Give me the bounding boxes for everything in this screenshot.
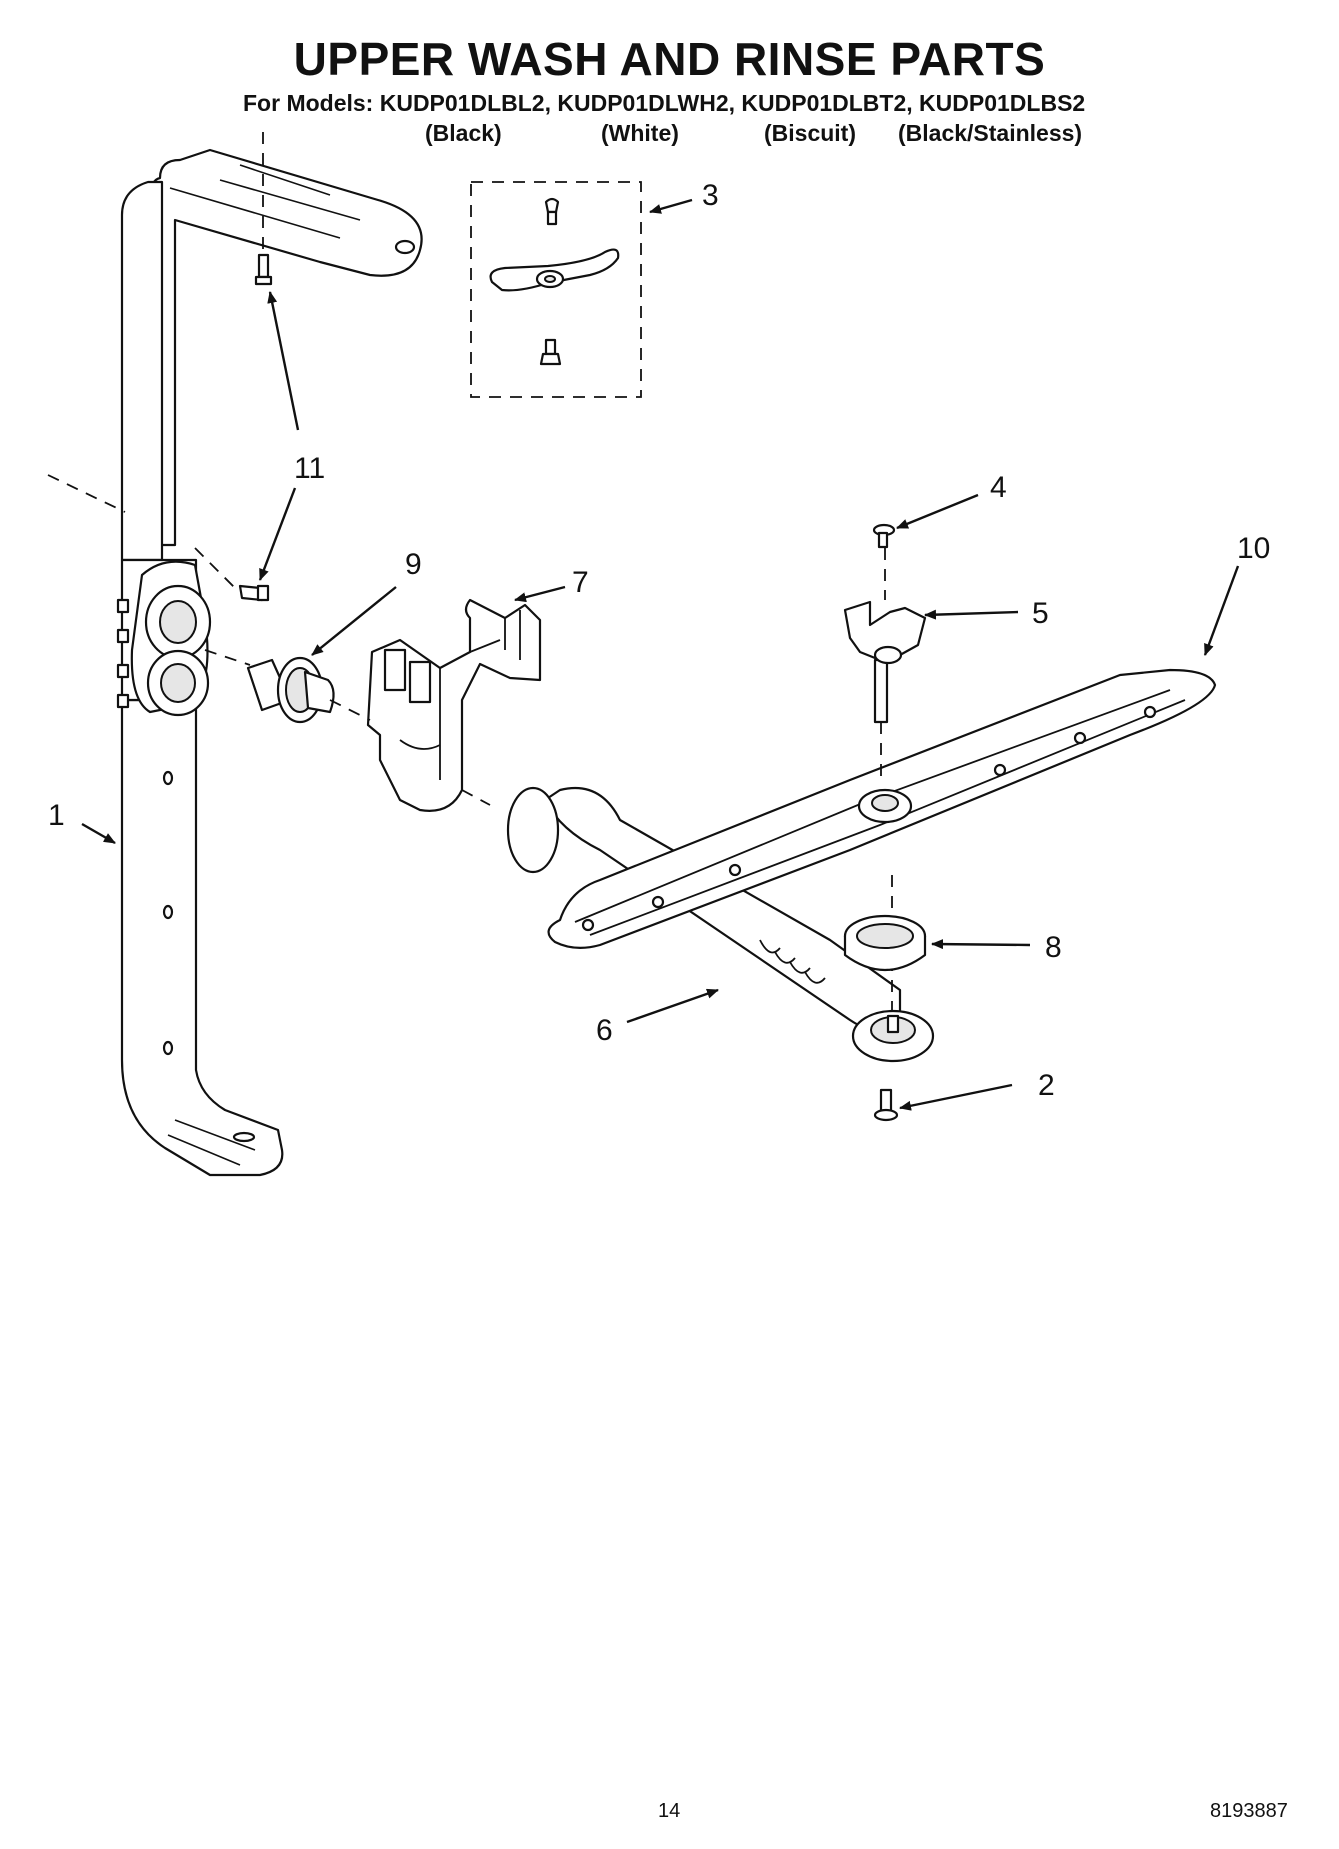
assembly-line [461, 789, 491, 806]
leader-line-11-top [267, 291, 300, 431]
leader-line-7 [514, 585, 566, 603]
screw-part-spray-arm [872, 523, 896, 549]
spray-arm-part [547, 668, 1217, 949]
assembly-line [204, 649, 251, 666]
page-number: 14 [658, 1800, 681, 1822]
page-title: UPPER WASH AND RINSE PARTS [293, 33, 1046, 85]
bracket-part [366, 598, 542, 812]
leader-line-9 [311, 586, 397, 656]
supply-tube-part [116, 148, 423, 1177]
leader-line-8 [931, 939, 1031, 950]
assembly-line [194, 547, 236, 589]
screw-part-top [254, 132, 273, 286]
leader-line-11-side [258, 487, 297, 581]
assembly-line [47, 474, 126, 513]
leader-line-4 [896, 493, 979, 530]
model-color-biscuit: (Biscuit) [764, 120, 856, 146]
screw-part-side [238, 584, 270, 602]
screw-part-bottom [873, 1088, 899, 1122]
callout-2: 2 [1038, 1069, 1055, 1102]
leader-line-5 [924, 609, 1019, 620]
callout-4: 4 [990, 471, 1007, 504]
model-color-white: (White) [601, 120, 679, 146]
leader-line-2 [899, 1083, 1013, 1111]
tube-manifold-part [506, 786, 935, 1063]
mounting-clip-part [843, 600, 927, 1010]
spray-arm-kit-box [470, 181, 642, 398]
bearing-ring-part [843, 914, 927, 972]
connector-part [246, 656, 335, 724]
leader-line-10 [1203, 565, 1240, 656]
callout-1: 1 [48, 799, 65, 832]
callout-11: 11 [294, 452, 325, 485]
callout-9: 9 [405, 548, 422, 581]
model-list: For Models: KUDP01DLBL2, KUDP01DLWH2, KU… [243, 90, 1086, 116]
leader-line-6 [626, 988, 719, 1024]
model-color-black: (Black) [425, 120, 502, 146]
leader-line-3 [649, 198, 693, 214]
assembly-line [329, 699, 371, 721]
callout-10: 10 [1237, 532, 1270, 565]
callout-7: 7 [572, 566, 589, 599]
leader-line-1 [81, 822, 116, 845]
callout-5: 5 [1032, 597, 1049, 630]
document-number: 8193887 [1210, 1800, 1288, 1822]
callout-6: 6 [596, 1014, 613, 1047]
callout-3: 3 [702, 179, 719, 212]
model-color-black-stainless: (Black/Stainless) [898, 120, 1083, 146]
callout-8: 8 [1045, 931, 1062, 964]
